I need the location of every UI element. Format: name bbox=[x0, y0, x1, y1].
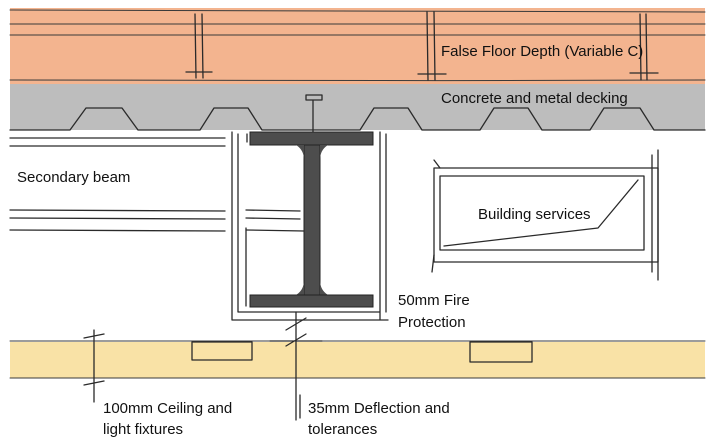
floor-pedestals bbox=[185, 11, 659, 81]
false-floor-rail-lower bbox=[9, 79, 706, 82]
false-floor-top-line bbox=[9, 9, 706, 13]
ceiling-label-line1: 100mm Ceiling and bbox=[103, 400, 232, 417]
false-floor-rail-mid bbox=[9, 34, 706, 36]
decking-profile bbox=[9, 107, 706, 131]
deflection-dimension-marker bbox=[269, 311, 323, 421]
beam-top-flange bbox=[249, 131, 374, 146]
fire-protection-label-line1: 50mm Fire bbox=[398, 292, 470, 309]
deflection-label-line2: tolerances bbox=[308, 421, 377, 438]
light-fixture-1 bbox=[191, 341, 253, 361]
false-floor-rail-upper bbox=[9, 22, 706, 26]
ceiling-label-line2: light fixtures bbox=[103, 421, 183, 438]
ceiling-band bbox=[10, 342, 705, 378]
light-fixture-2 bbox=[469, 341, 533, 363]
fire-protection-label-line2: Protection bbox=[398, 314, 466, 331]
ceiling-dimension-marker bbox=[83, 329, 105, 403]
building-services-label: Building services bbox=[478, 206, 591, 223]
concrete-zone bbox=[9, 84, 706, 135]
fire-protection-box bbox=[231, 131, 389, 321]
false-floor-band bbox=[10, 8, 705, 84]
secondary-beam-label: Secondary beam bbox=[17, 169, 130, 186]
concrete-band bbox=[10, 84, 705, 130]
secondary-beam bbox=[9, 133, 305, 307]
beam-bottom-flange bbox=[249, 294, 374, 308]
shear-stud bbox=[305, 94, 323, 135]
false-floor-zone bbox=[9, 8, 706, 84]
false-floor-label: False Floor Depth (Variable C) bbox=[441, 43, 643, 60]
beam-web bbox=[303, 144, 321, 296]
building-services-duct bbox=[431, 149, 659, 281]
ceiling-zone bbox=[9, 340, 706, 379]
primary-i-beam bbox=[249, 131, 374, 308]
deflection-label-line1: 35mm Deflection and bbox=[308, 400, 450, 417]
concrete-label: Concrete and metal decking bbox=[441, 90, 628, 107]
